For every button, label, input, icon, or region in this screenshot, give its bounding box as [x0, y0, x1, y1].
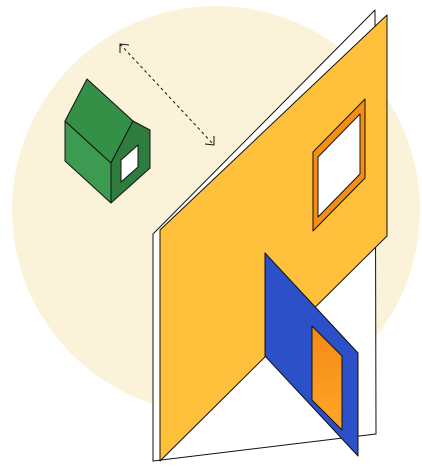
double-arrow-icon — [119, 43, 215, 146]
arrow-head-top — [119, 43, 130, 53]
house-window — [120, 144, 139, 183]
house-icon — [64, 78, 151, 204]
window-icon — [312, 98, 366, 232]
window-glass — [317, 113, 361, 218]
arrow-dashed-line — [119, 43, 215, 146]
wall-panel — [159, 14, 388, 462]
door-inner-glow — [311, 325, 343, 431]
door-icon — [264, 252, 359, 457]
arrow-head-bottom — [204, 136, 215, 146]
